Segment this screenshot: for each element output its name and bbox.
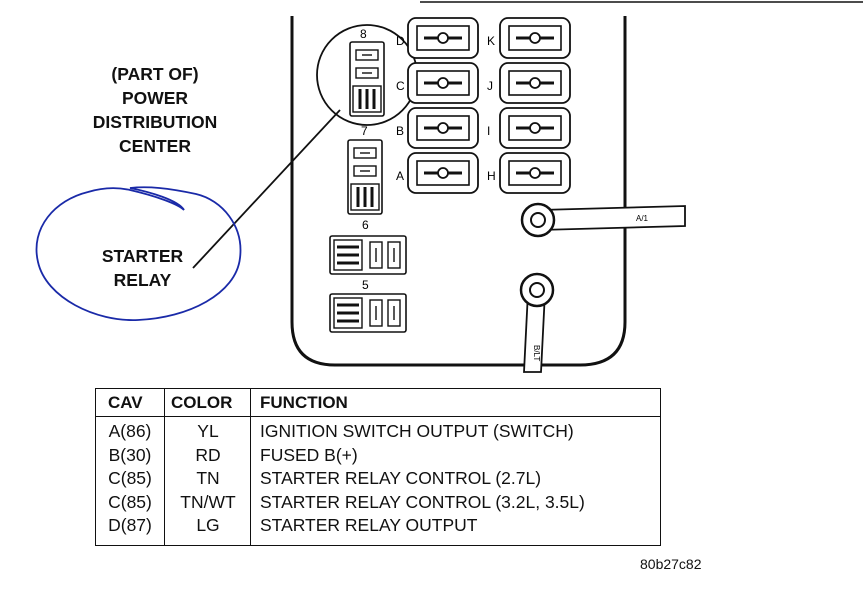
header-color: COLOR — [171, 393, 233, 412]
fuse-letter-i: I — [487, 124, 490, 138]
relay-5 — [329, 293, 407, 333]
color-cell: RD — [195, 444, 221, 465]
fuse-d — [407, 17, 479, 59]
table-row: B(30) RD FUSED B(+) — [96, 445, 660, 469]
fuse-b — [407, 107, 479, 149]
leader-line — [192, 109, 341, 269]
cav-cell: C(85) — [108, 491, 152, 512]
table-body: A(86) YL IGNITION SWITCH OUTPUT (SWITCH)… — [96, 421, 660, 539]
pdc-label-line-2: POWER — [121, 88, 189, 108]
pdc-housing-outline — [290, 16, 627, 367]
function-cell: FUSED B(+) — [260, 444, 358, 465]
table-row: C(85) TN STARTER RELAY CONTROL (2.7L) — [96, 468, 660, 492]
color-cell: TN — [196, 468, 220, 488]
fuse-letter-j: J — [487, 79, 493, 93]
table-header: CAV COLOR FUNCTION — [96, 389, 660, 417]
pdc-label-line-1: (PART OF) — [111, 64, 199, 84]
pdc-label-line-3: DISTRIBUTION — [92, 112, 218, 132]
stud-a1 — [520, 202, 686, 238]
fuse-letter-k: K — [487, 34, 495, 48]
relay-slot-8: 8 — [360, 27, 367, 41]
function-cell: STARTER RELAY OUTPUT — [260, 515, 478, 535]
table-row: D(87) LG STARTER RELAY OUTPUT — [96, 515, 660, 539]
relay-8 — [349, 41, 385, 117]
column-divider — [164, 389, 165, 545]
pdc-label: (PART OF) POWER DISTRIBUTION CENTER — [70, 62, 240, 158]
pdc-label-line-4: CENTER — [119, 136, 191, 156]
header-cav: CAV — [108, 393, 143, 412]
cav-cell: B(30) — [108, 444, 152, 465]
fuse-letter-a: A — [396, 169, 404, 183]
cav-cell: C(85) — [108, 468, 152, 488]
starter-relay-label: STARTER RELAY — [85, 244, 200, 292]
table-row: A(86) YL IGNITION SWITCH OUTPUT (SWITCH) — [96, 421, 660, 445]
function-cell: IGNITION SWITCH OUTPUT (SWITCH) — [260, 421, 574, 441]
relay-slot-5: 5 — [362, 278, 369, 292]
color-cell: LG — [196, 515, 220, 535]
fuse-i — [499, 107, 571, 149]
cav-cell: A(86) — [108, 421, 152, 441]
relay-label-line-1: STARTER — [101, 246, 184, 266]
stud-label-a1: A/1 — [636, 214, 649, 223]
table-row: C(85) TN/WT STARTER RELAY CONTROL (3.2L,… — [96, 492, 660, 516]
function-cell: STARTER RELAY CONTROL (3.2L, 3.5L) — [260, 491, 585, 512]
fuse-a — [407, 152, 479, 194]
cav-cell: D(87) — [108, 515, 152, 535]
relay-slot-6: 6 — [362, 218, 369, 232]
color-cell: YL — [197, 421, 219, 441]
stud-label-blt: B/LT — [532, 345, 541, 361]
fuse-letter-h: H — [487, 169, 496, 183]
color-cell: TN/WT — [180, 491, 236, 512]
relay-slot-7: 7 — [361, 124, 368, 138]
relay-label-line-2: RELAY — [113, 270, 172, 290]
header-function: FUNCTION — [260, 393, 348, 412]
annotation-circle — [35, 186, 242, 321]
fuse-letter-d: D — [396, 34, 405, 48]
function-cell: STARTER RELAY CONTROL (2.7L) — [260, 468, 542, 488]
connector-pinout-table: CAV COLOR FUNCTION A(86) YL IGNITION SWI… — [95, 388, 661, 546]
fuse-letter-c: C — [396, 79, 405, 93]
fuse-h — [499, 152, 571, 194]
fuse-c — [407, 62, 479, 104]
fuse-k — [499, 17, 571, 59]
stud-blt — [519, 272, 555, 373]
fuse-letter-b: B — [396, 124, 404, 138]
column-divider — [250, 389, 251, 545]
relay-7 — [347, 139, 383, 215]
fuse-j — [499, 62, 571, 104]
figure-code: 80b27c82 — [640, 556, 702, 572]
relay-6 — [329, 235, 407, 275]
